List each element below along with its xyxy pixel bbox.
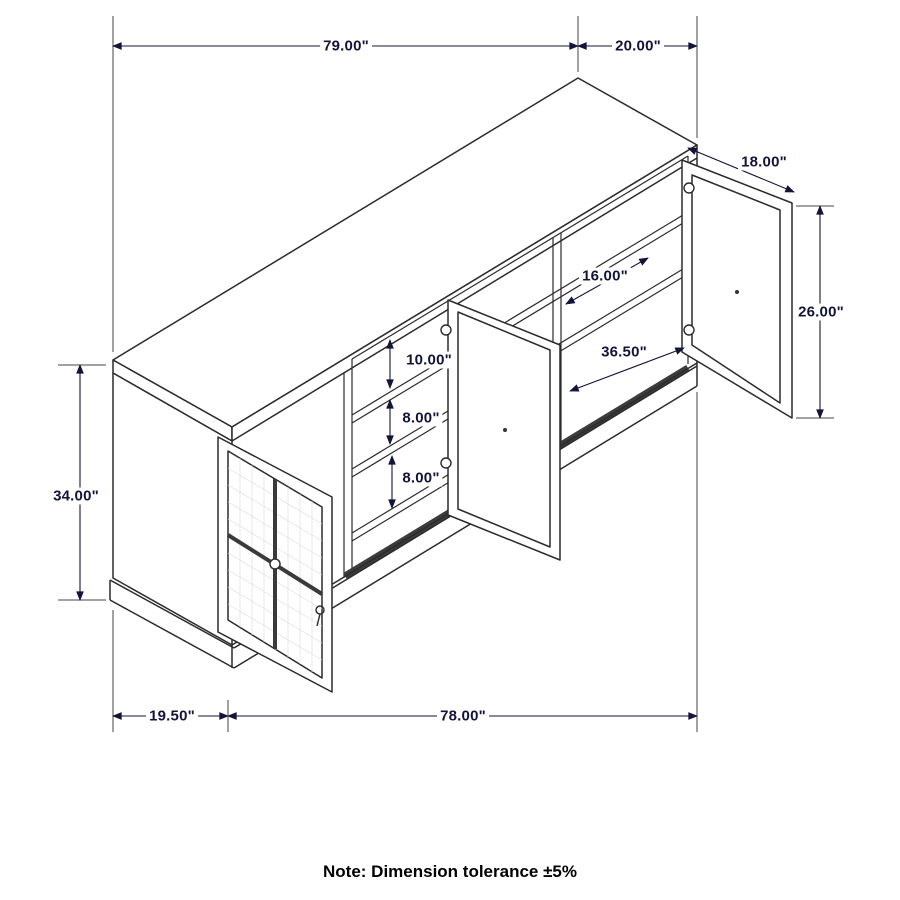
dim-label-right-door-height: 26.00" bbox=[795, 303, 847, 321]
dim-label-shelf-depth: 16.00" bbox=[579, 267, 631, 285]
tolerance-note: Note: Dimension tolerance ±5% bbox=[323, 862, 577, 881]
dim-label-gap-top: 10.00" bbox=[403, 351, 455, 369]
right-door bbox=[681, 159, 793, 419]
middle-door bbox=[447, 299, 561, 561]
dim-label-right-door-width: 18.00" bbox=[738, 153, 790, 171]
dim-arrow-opening-width bbox=[569, 347, 685, 392]
extension-lines bbox=[58, 16, 834, 732]
door-key bbox=[315, 605, 325, 627]
left-glass-door bbox=[217, 436, 333, 693]
dim-label-base-length: 78.00" bbox=[437, 707, 489, 725]
cabinet-body bbox=[109, 77, 698, 669]
cabinet-doors bbox=[217, 159, 793, 693]
dim-label-top-depth: 20.00" bbox=[612, 37, 664, 55]
dim-label-opening-width: 36.50" bbox=[598, 343, 650, 361]
dim-label-gap-middle: 8.00" bbox=[399, 409, 443, 427]
dim-label-cabinet-height: 34.00" bbox=[50, 487, 102, 505]
dim-label-top-length: 79.00" bbox=[320, 37, 372, 55]
dim-label-left-section: 19.50" bbox=[146, 707, 198, 725]
dim-label-gap-bottom: 8.00" bbox=[399, 469, 443, 487]
